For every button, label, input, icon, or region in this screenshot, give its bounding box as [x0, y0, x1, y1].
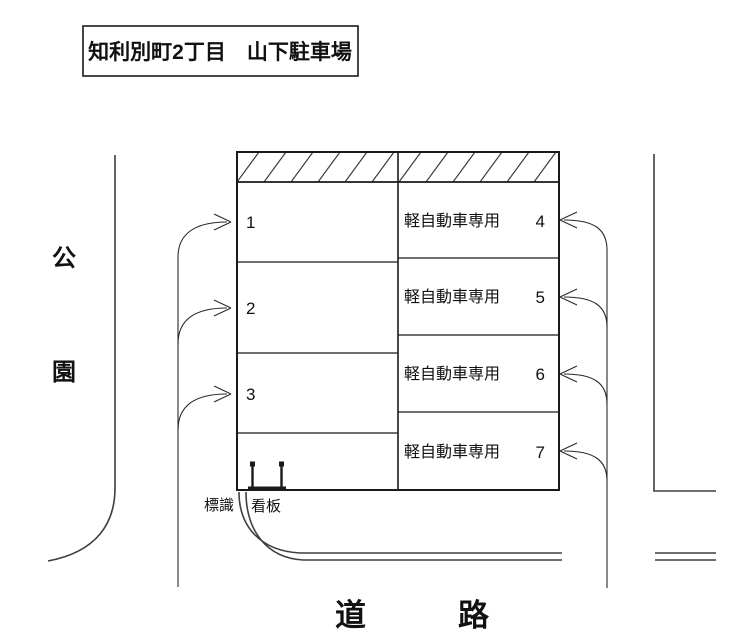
- entry-arrow-2-head: [213, 299, 232, 317]
- space-2-number: 2: [246, 299, 255, 318]
- park-label-bottom: 園: [52, 359, 76, 386]
- space-6-number: 6: [536, 365, 545, 384]
- space-5-number: 5: [536, 288, 545, 307]
- entry-arrow-3-curve: [177, 393, 228, 431]
- title-box: 知利別町2丁目 山下駐車場: [82, 25, 359, 77]
- entry-arrow-7-head: [559, 442, 578, 460]
- entry-arrow-5-curve: [563, 296, 608, 328]
- entry-arrow-7-curve: [563, 450, 608, 482]
- space-4-label: 軽自動車専用: [404, 212, 500, 230]
- space-6-label: 軽自動車専用: [404, 365, 500, 383]
- signboard-post-cap-right: [279, 461, 284, 467]
- signboard-base: [248, 486, 286, 491]
- park-boundary-line: [47, 155, 116, 562]
- signboard-symbol: [248, 461, 286, 491]
- entry-arrow-6-curve: [563, 373, 608, 405]
- parking-grid: 1 2 3 軽自動車専用 4 軽自動車専用 5 軽自動車専用 6 軽自動車専用 …: [236, 151, 560, 491]
- road-curb-inner: [245, 491, 562, 561]
- right-road-line: [653, 154, 716, 492]
- sign-label: 標識: [204, 497, 234, 514]
- signboard-post-cap-left: [250, 461, 255, 467]
- board-label: 看板: [251, 497, 281, 515]
- page-title: 知利別町2丁目 山下駐車場: [88, 40, 352, 64]
- space-1-number: 1: [246, 213, 255, 232]
- right-entry-arrows: [559, 211, 608, 588]
- space-4-number: 4: [536, 212, 545, 231]
- entry-arrow-3-head: [213, 385, 232, 403]
- park-label-top: 公: [52, 245, 76, 272]
- bottom-road-edge: [238, 491, 716, 561]
- road-curb-outer: [238, 491, 562, 554]
- space-7-label: 軽自動車専用: [404, 443, 500, 461]
- left-entry-arrows: [177, 213, 232, 587]
- space-5-label: 軽自動車専用: [404, 288, 500, 306]
- space-7-number: 7: [536, 443, 545, 462]
- title-box-border: [82, 25, 359, 77]
- entry-arrow-6-head: [559, 365, 578, 383]
- space-3-number: 3: [246, 385, 255, 404]
- entry-arrow-4-head: [559, 211, 578, 229]
- entry-arrow-2-curve: [177, 307, 228, 345]
- entry-arrow-1-head: [213, 213, 232, 231]
- entry-arrow-1-curve: [177, 221, 228, 258]
- entry-arrow-4-curve: [563, 219, 608, 251]
- road-label: 道路: [335, 598, 581, 633]
- entry-arrow-5-head: [559, 288, 578, 306]
